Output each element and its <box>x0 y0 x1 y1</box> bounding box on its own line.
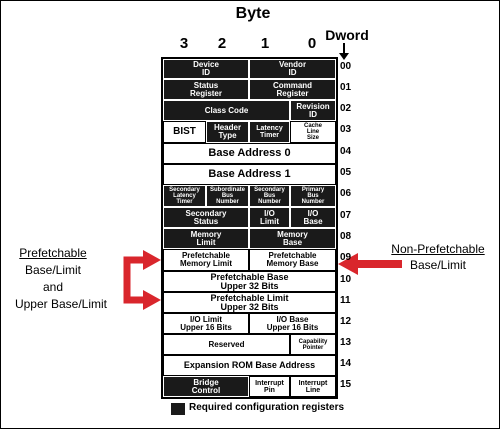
register-cell: Latency Timer <box>249 121 290 143</box>
byte-number-1: 1 <box>260 35 270 52</box>
register-cell: Prefetchable Base Upper 32 Bits <box>163 271 336 292</box>
legend-swatch <box>171 403 185 415</box>
non-prefetchable-title: Non-Prefetchable <box>391 242 485 256</box>
register-cell: Vendor ID <box>249 59 336 79</box>
register-cell: Prefetchable Memory Base <box>249 249 336 271</box>
byte-number-0: 0 <box>307 35 317 52</box>
dword-row-number: 02 <box>340 103 352 114</box>
register-cell: Base Address 0 <box>163 143 336 164</box>
dword-heading: Dword <box>325 27 369 43</box>
register-cell: Secondary Latency Timer <box>163 185 206 207</box>
register-cell: I/O Limit <box>249 207 290 228</box>
register-cell: Command Register <box>249 79 336 100</box>
register-cell: Interrupt Line <box>290 376 336 397</box>
register-cell: Prefetchable Limit Upper 32 Bits <box>163 292 336 313</box>
non-prefetchable-arrow-icon <box>338 253 402 275</box>
non-prefetchable-subtitle: Base/Limit <box>409 258 467 272</box>
register-cell: Header Type <box>206 121 249 143</box>
register-cell: Interrupt Pin <box>249 376 290 397</box>
dword-row-number: 09 <box>340 252 352 263</box>
dword-row-number: 11 <box>340 295 351 306</box>
register-cell: Secondary Bus Number <box>249 185 290 207</box>
register-cell: Capability Pointer <box>290 334 336 355</box>
register-cell: Base Address 1 <box>163 164 336 185</box>
dword-row-number: 10 <box>340 274 352 285</box>
prefetchable-line-2: and <box>42 280 64 294</box>
register-cell: I/O Limit Upper 16 Bits <box>163 313 249 334</box>
register-cell: Cache Line Size <box>290 121 336 143</box>
register-cell: Class Code <box>163 100 290 121</box>
legend-label: Required configuration registers <box>189 402 345 413</box>
dword-row-number: 05 <box>340 167 352 178</box>
register-cell: Device ID <box>163 59 249 79</box>
register-cell: I/O Base Upper 16 Bits <box>249 313 336 334</box>
register-cell: BIST <box>163 121 206 143</box>
dword-row-number: 06 <box>340 188 352 199</box>
dword-row-number: 03 <box>340 124 352 135</box>
register-cell: Revision ID <box>290 100 336 121</box>
dword-row-number: 04 <box>340 146 352 157</box>
prefetchable-title: Prefetchable <box>19 246 87 260</box>
dword-down-arrow-icon <box>339 43 349 60</box>
register-cell: Memory Limit <box>163 228 249 249</box>
prefetchable-line-3: Upper Base/Limit <box>14 297 108 311</box>
dword-row-number: 13 <box>340 337 352 348</box>
prefetchable-bracket-arrows-icon <box>123 250 161 310</box>
dword-row-number: 00 <box>340 61 352 72</box>
register-cell: Memory Base <box>249 228 336 249</box>
byte-number-3: 3 <box>179 35 189 52</box>
register-cell: I/O Base <box>290 207 336 228</box>
register-cell: Status Register <box>163 79 249 100</box>
dword-row-number: 08 <box>340 231 352 242</box>
register-cell: Subordinate Bus Number <box>206 185 249 207</box>
register-cell: Expansion ROM Base Address <box>163 355 336 376</box>
prefetchable-line-1: Base/Limit <box>24 263 82 277</box>
byte-number-2: 2 <box>217 35 227 52</box>
dword-row-number: 01 <box>340 82 352 93</box>
dword-row-number: 07 <box>340 210 352 221</box>
register-cell: Secondary Status <box>163 207 249 228</box>
register-cell: Primary Bus Number <box>290 185 336 207</box>
byte-heading: Byte <box>235 5 271 22</box>
dword-row-number: 12 <box>340 316 352 327</box>
register-cell: Bridge Control <box>163 376 249 397</box>
register-cell: Prefetchable Memory Limit <box>163 249 249 271</box>
register-cell: Reserved <box>163 334 290 355</box>
dword-row-number: 14 <box>340 358 352 369</box>
dword-row-number: 15 <box>340 379 352 390</box>
